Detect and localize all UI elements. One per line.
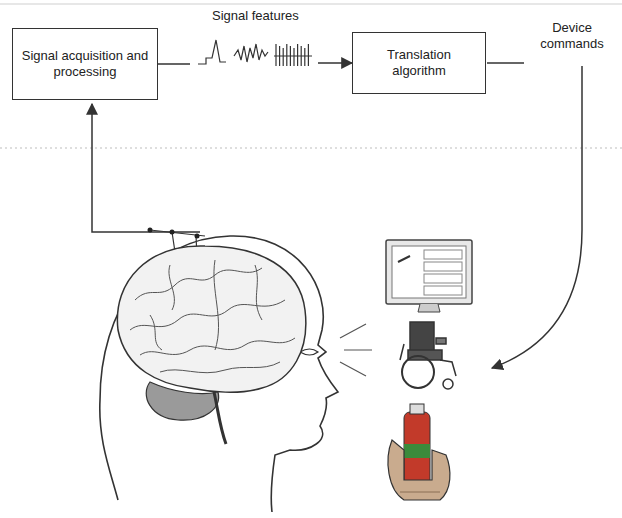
prosthetic-hand-icon — [388, 404, 450, 500]
band-top — [0, 4, 622, 5]
process-box: Translation algorithm — [352, 32, 486, 94]
monitor-icon — [386, 240, 472, 312]
band-divider — [0, 148, 622, 149]
brain-gyri — [130, 260, 295, 373]
box-label: Translation algorithm — [361, 47, 477, 80]
command-arrow — [492, 66, 582, 368]
electrode-wire — [92, 104, 200, 232]
edge-label: Signal features — [210, 8, 301, 24]
spike-train-icon — [274, 44, 312, 66]
brain-stem — [214, 392, 226, 444]
icon-ground — [190, 38, 318, 74]
evoked-potential-icon — [198, 40, 226, 64]
wheelchair-icon — [400, 322, 456, 389]
process-box: Signal acquisition and processing — [12, 28, 158, 100]
eye — [300, 349, 318, 355]
stimulus-rays — [340, 324, 372, 376]
box-label: Signal acquisition and processing — [21, 48, 149, 81]
brain-cerebrum — [117, 246, 305, 392]
output-line — [487, 62, 524, 64]
oscillation-icon — [234, 44, 268, 62]
output-label: Device commands — [522, 20, 622, 53]
brain-cerebellum — [146, 382, 218, 420]
head-outline — [100, 236, 338, 512]
